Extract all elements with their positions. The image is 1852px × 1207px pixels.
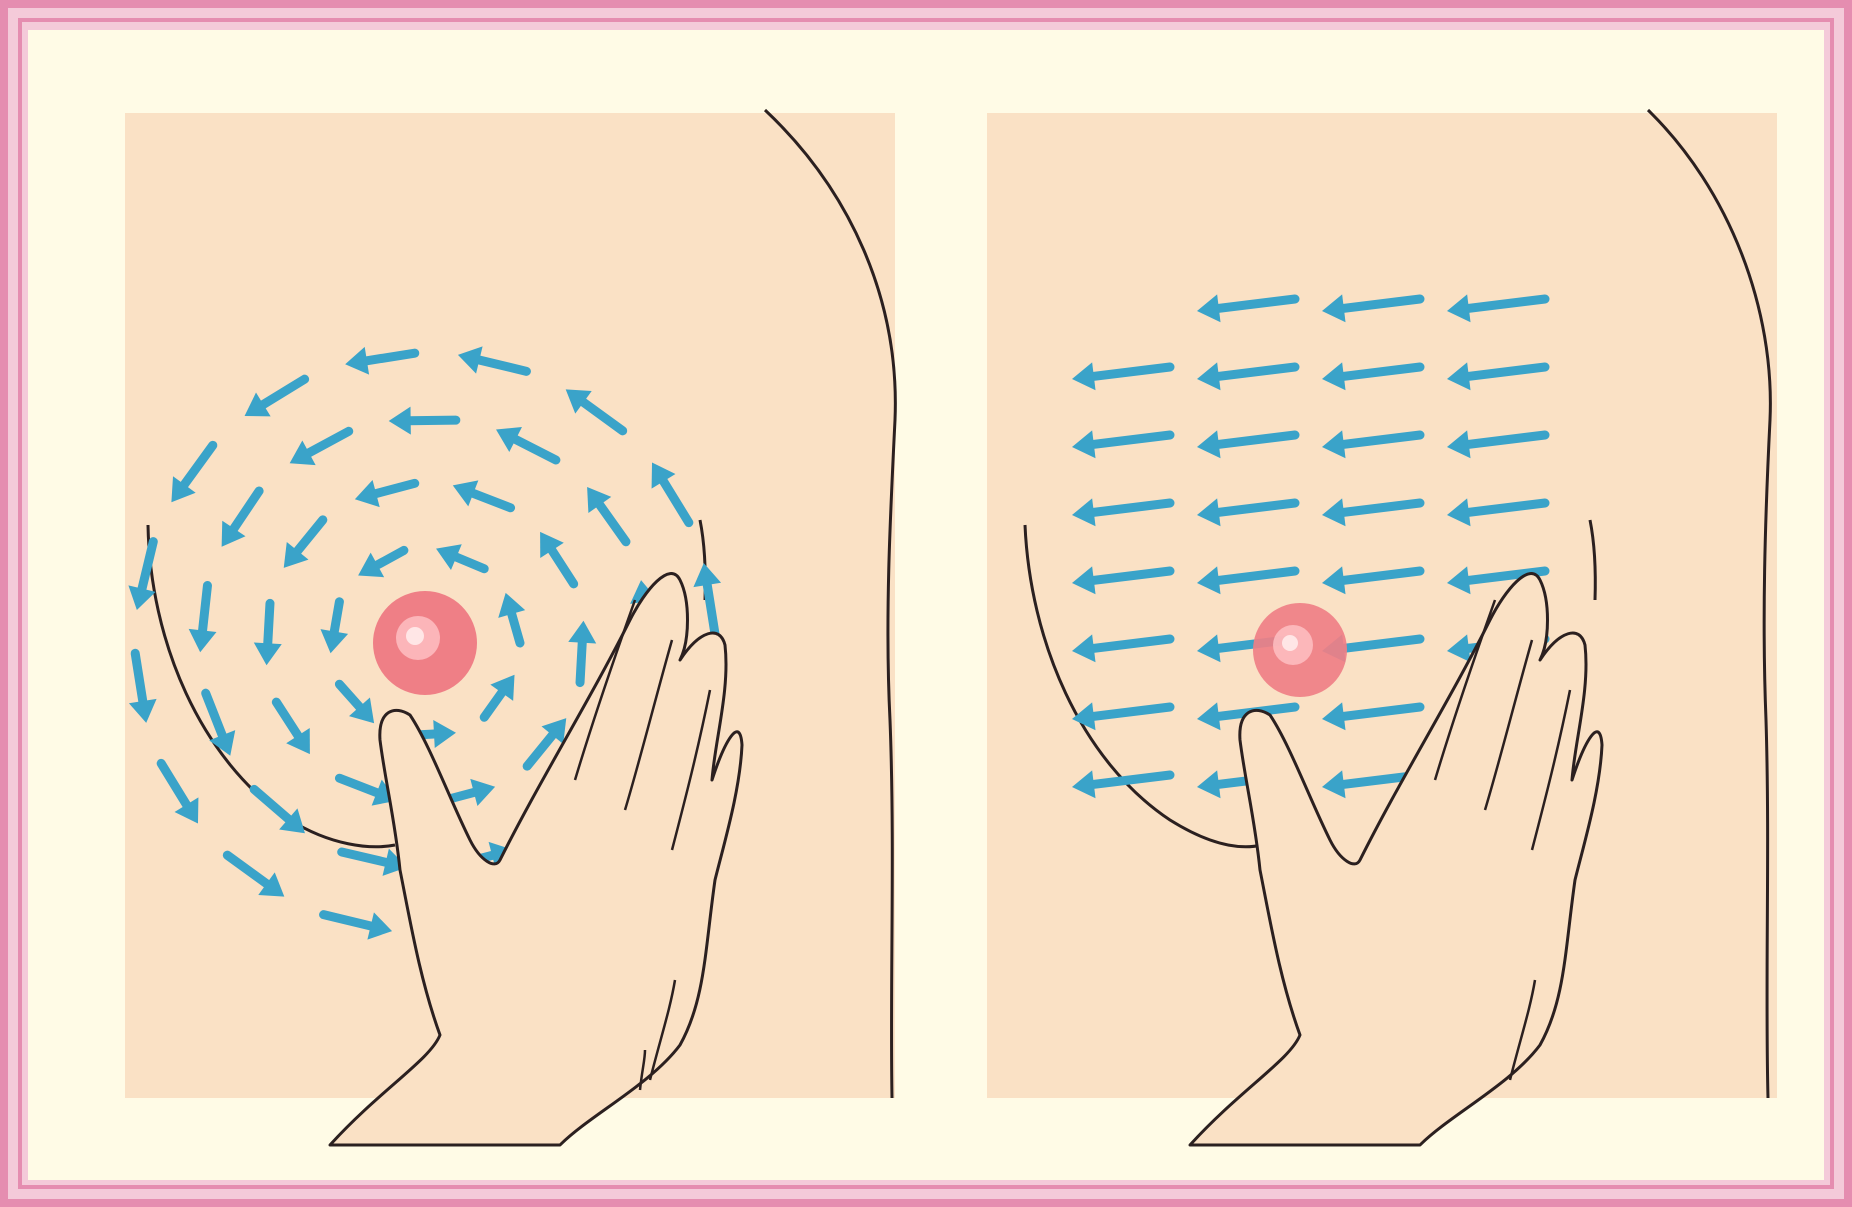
panel-linear: [987, 110, 1777, 1145]
nipple-center: [406, 627, 424, 645]
nipple-center-right: [1282, 635, 1298, 651]
panel-circular: [125, 110, 895, 1145]
